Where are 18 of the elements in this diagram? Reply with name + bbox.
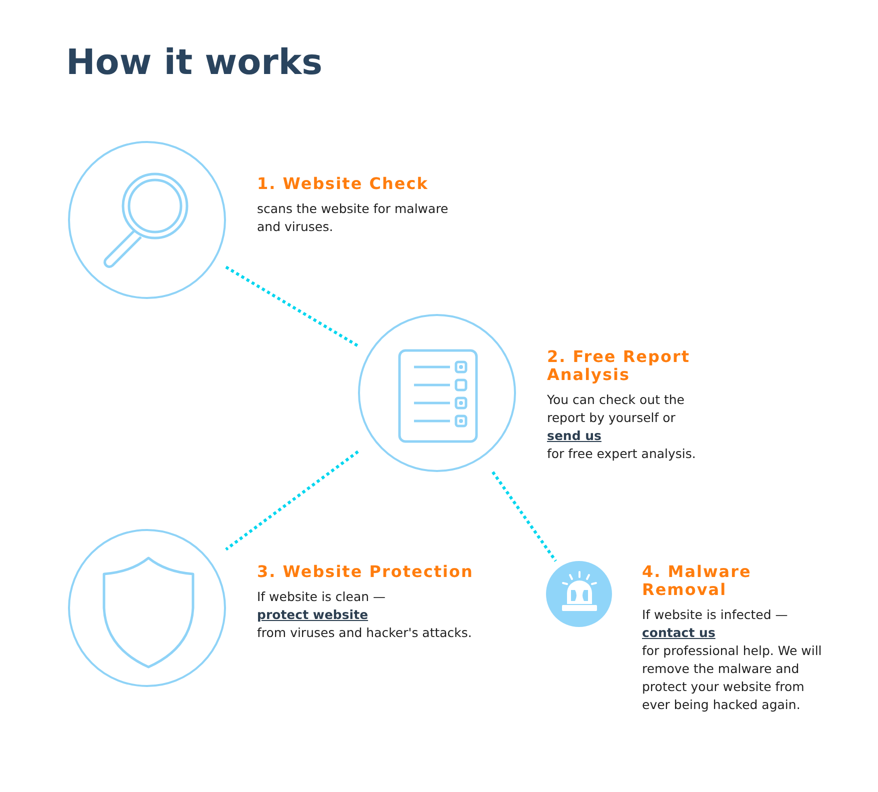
step-heading: 1. Website Check [257,175,430,193]
text-link: send us [547,427,602,445]
step-circle [68,529,226,687]
page-title: How it works [66,42,323,85]
dotted-connector [492,471,557,562]
step-heading: 3. Website Protection [257,563,474,581]
text-link: protect website [257,606,368,624]
step-circle [68,141,226,299]
step-description: You can check out the report by yourself or send us for free expert analysis. [547,391,697,463]
dotted-connector [225,266,359,348]
text-link: contact us [642,624,716,642]
step-heading: 4. Malware Removal [642,563,752,599]
step-description: scans the website for malware and viruses. [257,200,450,236]
step-heading: 2. Free Report Analysis [547,348,692,384]
step-description: If website is infected — contact us for professional help. We will remove the malware and protect your website from ever being hacked again. [642,606,823,714]
step-description: If website is clean — protect website from viruses and hacker's attacks. [257,588,473,642]
step-circle [358,314,516,472]
dotted-connector [225,450,359,551]
